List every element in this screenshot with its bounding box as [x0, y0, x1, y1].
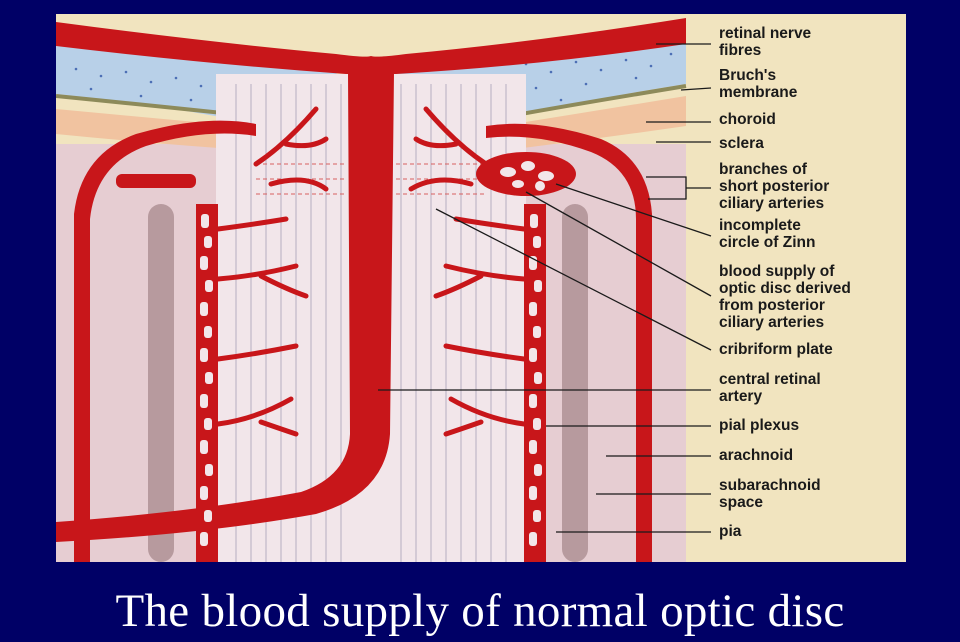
label-pial-plexus: pial plexus	[719, 417, 799, 434]
label-arachnoid: arachnoid	[719, 447, 793, 464]
right-plexus-holes	[529, 214, 542, 546]
label-cribriform-plate: cribriform plate	[719, 341, 833, 358]
right-nerve-branches	[408, 106, 527, 437]
label-pia: pia	[719, 523, 742, 540]
central-retinal-artery-trunk	[56, 72, 394, 542]
right-arachnoid-column	[562, 204, 588, 562]
right-pial-artery	[486, 123, 652, 562]
right-sheath	[526, 144, 686, 562]
left-nerve-branches	[215, 106, 329, 437]
slide-title: The blood supply of normal optic disc	[115, 585, 845, 637]
label-sclera: sclera	[719, 135, 764, 152]
nerve-fibre-lines	[235, 84, 507, 562]
circle-of-zinn	[476, 152, 576, 196]
left-plexus-holes	[200, 214, 213, 546]
left-arachnoid-column	[148, 204, 174, 562]
label-choroid: choroid	[719, 111, 776, 128]
circle-of-zinn-holes	[500, 161, 554, 191]
leader-lines	[378, 43, 712, 533]
choroid-layer-right	[476, 96, 686, 154]
retinal-artery-arch	[56, 18, 686, 74]
